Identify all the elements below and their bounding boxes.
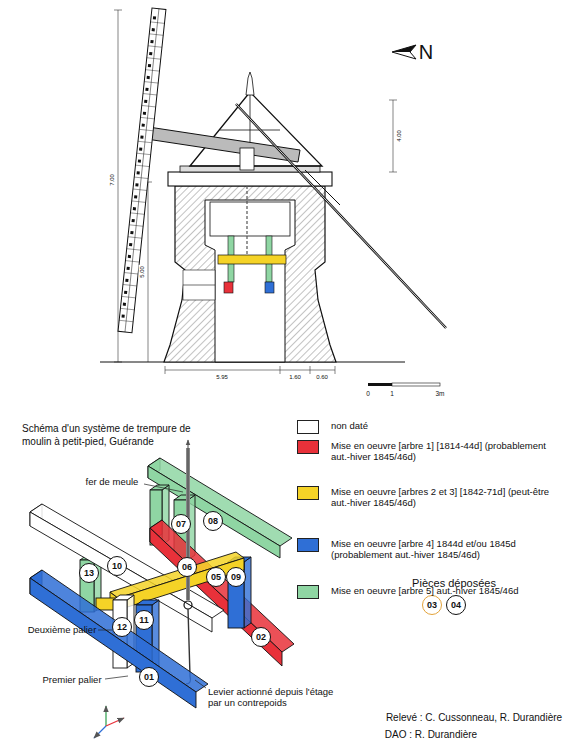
dimension-label: 5.00	[139, 265, 146, 279]
legend-text: Mise en oeuvre [arbre 5] aut.-hiver 1845…	[331, 585, 556, 596]
callout-number: 12	[117, 623, 127, 632]
legend-swatch	[297, 486, 319, 500]
legend-swatch	[297, 440, 319, 454]
dimension-label: 0	[365, 390, 371, 397]
annotation-label: fer de meule	[86, 477, 139, 488]
annotation-label: Premier palier	[42, 675, 101, 686]
legend-swatch	[297, 538, 319, 552]
leader-lines	[98, 484, 206, 688]
callout-circle: 13	[79, 563, 99, 583]
dimension-label: 1.60	[288, 374, 302, 381]
callout-circle: 08	[203, 511, 223, 531]
dimension-label: 5.95	[215, 374, 229, 381]
legend-text: non daté	[331, 420, 556, 431]
legend-swatch	[297, 420, 319, 434]
dimension-label: 1	[389, 390, 395, 397]
beam-schematic	[30, 440, 294, 708]
legend-item: non daté	[297, 420, 567, 431]
dimension-label: 4.00	[396, 129, 403, 143]
legend-item: Mise en oeuvre [arbre 1] [1814-44d] (pro…	[297, 440, 567, 463]
dimension-label: 7.00	[109, 173, 116, 187]
callout-circle: 04	[446, 595, 466, 615]
legend-text: Mise en oeuvre [arbre 4] 1844d et/ou 184…	[331, 538, 556, 561]
callout-number: 02	[256, 633, 266, 642]
dimension-label: 3m	[434, 390, 445, 397]
callout-number: 04	[451, 601, 461, 610]
legend-text: Mise en oeuvre [arbres 2 et 3] [1842-71d…	[331, 486, 556, 509]
callout-number: 10	[112, 562, 122, 571]
legend-swatch	[297, 585, 319, 599]
axis-triad	[94, 706, 124, 738]
callout-circle: 10	[107, 556, 127, 576]
legend-item: Mise en oeuvre [arbre 4] 1844d et/ou 184…	[297, 538, 567, 561]
callout-circle: 02	[251, 627, 271, 647]
callout-number: 08	[208, 517, 218, 526]
annotation-label: Relevé : C. Cussonneau, R. Durandière	[386, 712, 562, 724]
callout-circle: 06	[177, 557, 197, 577]
callout-number: 05	[211, 573, 221, 582]
scale-bar	[368, 383, 440, 386]
schema-title: Schéma d'un système de trempure de mouli…	[22, 423, 192, 448]
callout-number: 03	[427, 601, 437, 610]
callout-circle: 12	[112, 617, 132, 637]
callout-circle: 01	[139, 667, 159, 687]
dimension-label: 0.60	[315, 374, 329, 381]
callout-number: 13	[84, 569, 94, 578]
callout-number: 06	[182, 563, 192, 572]
callout-number: 01	[144, 673, 154, 682]
annotation-label: DAO : R. Durandière	[385, 729, 477, 741]
windmill-section	[100, 8, 446, 362]
callout-circle: 11	[134, 610, 154, 630]
legend-text: Mise en oeuvre [arbre 1] [1814-44d] (pro…	[331, 440, 556, 463]
north-label: N	[419, 41, 433, 64]
north-arrow	[392, 45, 416, 59]
callout-circle: 05	[206, 567, 226, 587]
callout-circle: 09	[226, 567, 246, 587]
callout-number: 11	[139, 616, 149, 625]
callout-number: 09	[231, 573, 241, 582]
annotation-label: Deuxième palier	[28, 625, 97, 636]
legend-item: Mise en oeuvre [arbres 2 et 3] [1842-71d…	[297, 486, 567, 509]
legend-item: Mise en oeuvre [arbre 5] aut.-hiver 1845…	[297, 585, 567, 596]
callout-circle: 03	[422, 595, 442, 615]
callout-number: 07	[176, 520, 186, 529]
annotation-label: Levier actionné depuis l'étage par un co…	[208, 687, 336, 709]
callout-circle: 07	[171, 514, 191, 534]
